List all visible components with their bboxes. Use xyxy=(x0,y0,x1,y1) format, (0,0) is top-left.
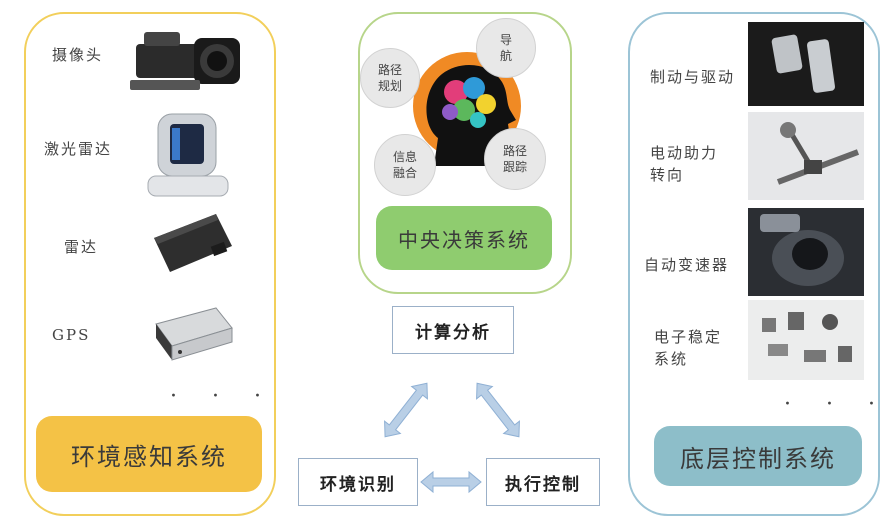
lidar-label: 激光雷达 xyxy=(44,140,113,158)
camera-icon xyxy=(130,24,246,100)
gear-knob-icon xyxy=(748,208,864,300)
environment-perception-system-box: 环境感知系统 xyxy=(36,416,262,492)
left-ellipsis: · · · xyxy=(170,384,275,409)
central-decision-system-box: 中央决策系统 xyxy=(376,206,552,270)
compute-analysis-box: 计算分析 xyxy=(392,306,514,354)
navigation-bubble: 导航 xyxy=(476,18,536,78)
right-double-arrow xyxy=(476,382,520,438)
camera-label: 摄像头 xyxy=(52,46,104,64)
execution-control-box: 执行控制 xyxy=(486,458,600,506)
brake-drive-label: 制动与驱动 xyxy=(650,68,736,86)
path-tracking-bubble: 路径跟踪 xyxy=(484,128,546,190)
environment-recognition-box: 环境识别 xyxy=(298,458,418,506)
eps-label: 电动助力转向 xyxy=(650,144,719,184)
pedals-icon xyxy=(748,22,864,110)
information-fusion-bubble: 信息融合 xyxy=(374,134,436,196)
steering-rack-icon xyxy=(748,112,864,204)
left-double-arrow xyxy=(384,382,428,438)
gps-receiver-icon xyxy=(146,302,238,370)
brain-head-icon xyxy=(412,48,522,182)
path-planning-bubble: 路径规划 xyxy=(360,48,420,108)
esc-parts-icon xyxy=(748,300,864,384)
radar-label: 雷达 xyxy=(64,238,99,256)
esc-label: 电子稳定系统 xyxy=(654,328,723,368)
automatic-transmission-label: 自动变速器 xyxy=(644,256,730,274)
radar-icon xyxy=(146,208,236,282)
gps-label: GPS xyxy=(52,326,91,344)
right-ellipsis: · · · xyxy=(784,392,889,417)
low-level-control-system-box: 底层控制系统 xyxy=(654,426,862,486)
lidar-icon xyxy=(144,110,234,206)
horizontal-double-arrow xyxy=(420,470,482,494)
